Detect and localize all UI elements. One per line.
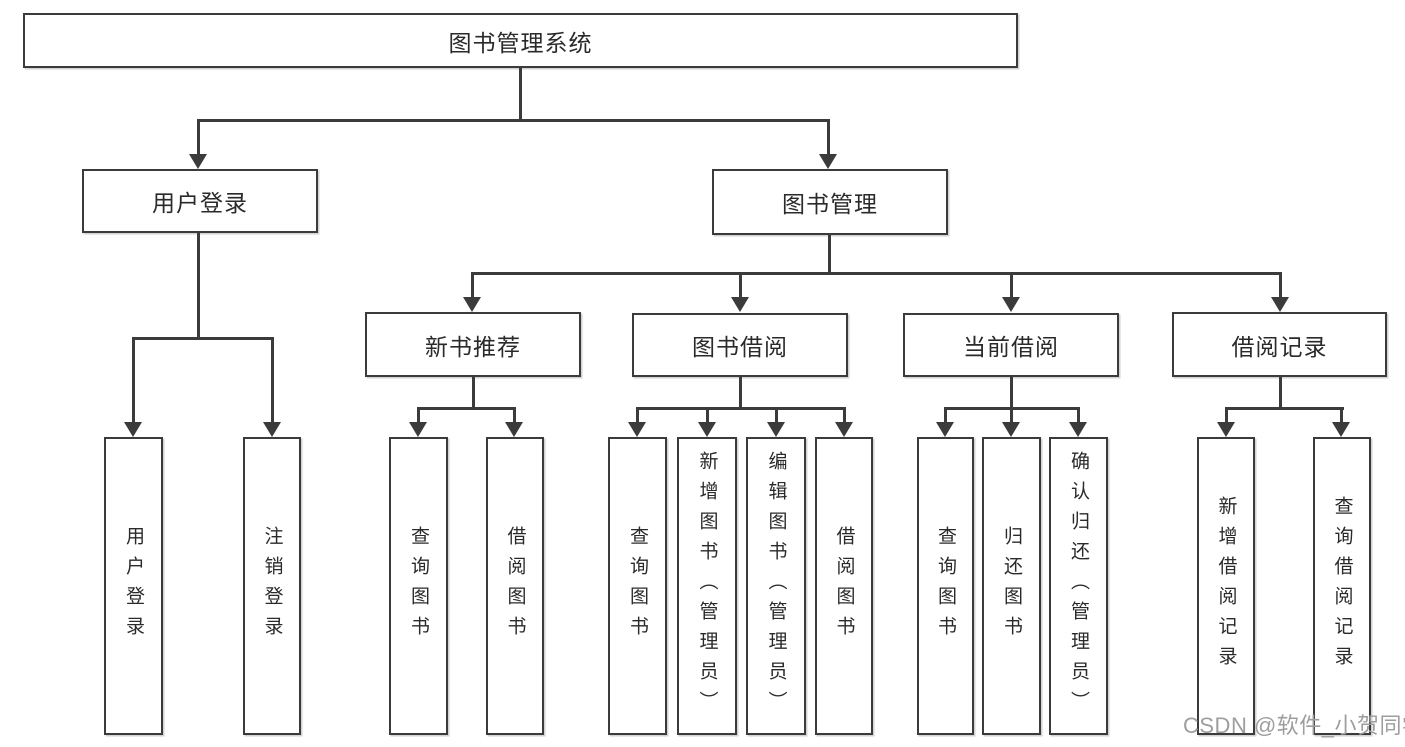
node-current-borrow-label: 当前借阅 — [963, 334, 1059, 360]
connector-line — [827, 235, 831, 275]
arrowhead-icon — [1217, 422, 1235, 437]
arrowhead-icon — [189, 154, 207, 169]
connector-line — [471, 377, 475, 410]
node-borrow-records: 借阅记录 — [1172, 312, 1387, 377]
node-book-borrow-label: 图书借阅 — [692, 334, 788, 360]
node-new-book-recommend-label: 新书推荐 — [425, 333, 521, 360]
leaf-confirm-return-admin-label: 确认归还（管理员） — [1068, 451, 1089, 721]
leaf-query-borrow-record: 查询借阅记录 — [1313, 437, 1371, 735]
connector-line — [738, 377, 742, 410]
leaf-borrow-books-recommend-label: 借阅图书 — [504, 526, 526, 646]
leaf-query-books-current-label: 查询图书 — [935, 526, 956, 646]
connector-line — [196, 119, 830, 122]
leaf-query-books-borrow: 查询图书 — [608, 437, 667, 735]
connector-line — [635, 407, 846, 410]
leaf-borrow-books-borrow: 借阅图书 — [815, 437, 873, 735]
connector-line — [842, 407, 846, 424]
arrowhead-icon — [409, 422, 427, 437]
arrowhead-icon — [819, 154, 837, 169]
connector-line — [470, 272, 1282, 275]
connector-line — [270, 337, 274, 424]
connector-line — [196, 119, 200, 156]
leaf-return-book: 归还图书 — [982, 437, 1041, 735]
arrowhead-icon — [1069, 422, 1087, 437]
connector-line — [1224, 407, 1228, 424]
node-book-management-label: 图书管理 — [782, 191, 878, 217]
arrowhead-icon — [628, 422, 646, 437]
arrowhead-icon — [1002, 297, 1020, 312]
arrowhead-icon — [1002, 422, 1020, 437]
leaf-edit-book-admin: 编辑图书（管理员） — [746, 437, 806, 735]
leaf-query-books-recommend-label: 查询图书 — [408, 526, 429, 646]
leaf-add-book-admin: 新增图书（管理员） — [677, 437, 737, 735]
node-book-management: 图书管理 — [712, 169, 948, 235]
arrowhead-icon — [505, 422, 523, 437]
connector-line — [738, 272, 742, 299]
leaf-logout-label: 注销登录 — [261, 526, 283, 646]
connector-line — [826, 119, 830, 156]
node-new-book-recommend: 新书推荐 — [365, 312, 581, 377]
connector-line — [131, 337, 274, 340]
leaf-user-login: 用户登录 — [104, 437, 163, 735]
leaf-query-borrow-record-label: 查询借阅记录 — [1331, 496, 1353, 676]
connector-line — [1224, 407, 1344, 410]
arrowhead-icon — [463, 297, 481, 312]
connector-line — [518, 68, 522, 121]
connector-line — [196, 233, 200, 339]
node-root-label: 图书管理系统 — [448, 29, 593, 56]
arrowhead-icon — [124, 422, 142, 437]
connector-line — [131, 337, 135, 424]
arrowhead-icon — [1332, 422, 1350, 437]
connector-line — [1009, 377, 1013, 410]
arrowhead-icon — [936, 422, 954, 437]
connector-line — [1009, 407, 1013, 424]
arrowhead-icon — [1271, 297, 1289, 312]
node-current-borrow: 当前借阅 — [903, 313, 1119, 377]
connector-line — [635, 407, 639, 424]
connector-line — [416, 407, 516, 410]
connector-line — [943, 407, 947, 424]
leaf-edit-book-admin-label: 编辑图书（管理员） — [765, 451, 787, 721]
leaf-add-book-admin-label: 新增图书（管理员） — [696, 451, 718, 721]
connector-line — [1278, 377, 1282, 410]
leaf-add-borrow-record-label: 新增借阅记录 — [1215, 496, 1237, 676]
leaf-borrow-books-borrow-label: 借阅图书 — [833, 526, 855, 646]
node-root: 图书管理系统 — [23, 13, 1018, 68]
connector-line — [1278, 272, 1282, 299]
leaf-user-login-label: 用户登录 — [123, 526, 144, 646]
leaf-query-books-borrow-label: 查询图书 — [627, 526, 648, 646]
leaf-return-book-label: 归还图书 — [1001, 526, 1022, 646]
node-book-borrow: 图书借阅 — [632, 313, 848, 377]
arrowhead-icon — [767, 422, 785, 437]
node-user-login: 用户登录 — [82, 169, 318, 233]
leaf-logout: 注销登录 — [243, 437, 301, 735]
node-borrow-records-label: 借阅记录 — [1231, 333, 1328, 360]
leaf-confirm-return-admin: 确认归还（管理员） — [1049, 437, 1108, 735]
watermark: CSDN @软件_小贺同学 — [1183, 713, 1405, 738]
connector-line — [1009, 272, 1013, 299]
leaf-add-borrow-record: 新增借阅记录 — [1197, 437, 1255, 735]
connector-line — [512, 407, 516, 424]
connector-line — [774, 407, 778, 424]
arrowhead-icon — [263, 422, 281, 437]
connector-line — [470, 272, 474, 299]
leaf-borrow-books-recommend: 借阅图书 — [486, 437, 544, 735]
leaf-query-books-current: 查询图书 — [917, 437, 974, 735]
arrowhead-icon — [835, 422, 853, 437]
connector-line — [705, 407, 709, 424]
node-user-login-label: 用户登录 — [152, 190, 248, 216]
connector-line — [1076, 407, 1080, 424]
connector-line — [1339, 407, 1343, 424]
arrowhead-icon — [698, 422, 716, 437]
leaf-query-books-recommend: 查询图书 — [389, 437, 448, 735]
connector-line — [416, 407, 420, 424]
arrowhead-icon — [731, 297, 749, 312]
